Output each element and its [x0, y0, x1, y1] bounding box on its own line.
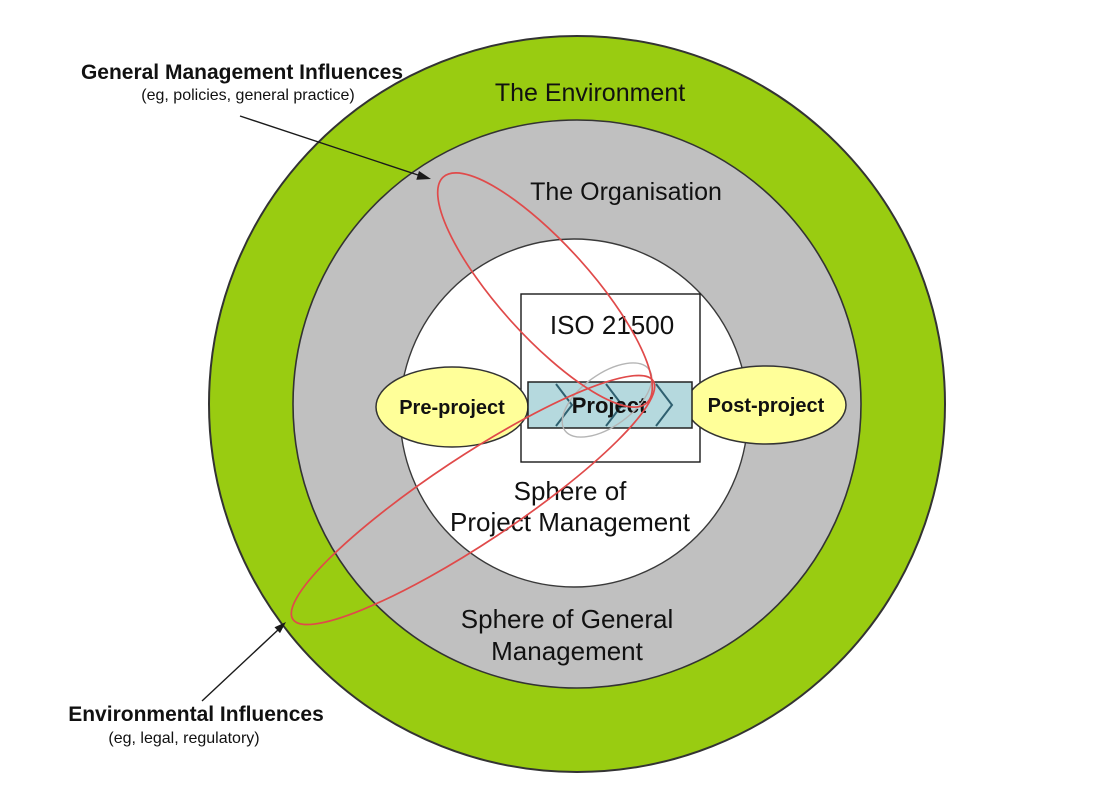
- organisation-label: The Organisation: [530, 178, 722, 206]
- environment-label: The Environment: [495, 79, 685, 107]
- chevron-right-icon: [655, 383, 674, 427]
- arrow-environmental: [201, 622, 286, 702]
- influence-ellipse-environmental: [290, 374, 656, 626]
- chevron-right-icon: [555, 383, 574, 427]
- influence-ellipse-general-management: [436, 172, 654, 408]
- post-project-label: Post-project: [708, 395, 825, 417]
- iso-box: [520, 293, 701, 463]
- project-label: Project: [572, 393, 647, 418]
- project-sphere-label-line1: Sphere of: [514, 476, 628, 506]
- arrow-general-management: [239, 115, 431, 180]
- general-sphere-label-line1: Sphere of General: [461, 604, 673, 634]
- environmental-influences-subtitle: (eg, legal, regulatory): [108, 730, 259, 747]
- general-influences-subtitle: (eg, policies, general practice): [141, 87, 354, 104]
- iso-box-title: ISO 21500: [550, 310, 674, 340]
- pre-project-label: Pre-project: [399, 397, 505, 419]
- environmental-influences-title: Environmental Influences: [68, 703, 324, 726]
- general-sphere-label-line2: Management: [491, 636, 644, 666]
- general-influences-title: General Management Influences: [81, 61, 403, 84]
- project-sphere-label-line2: Project Management: [450, 507, 691, 537]
